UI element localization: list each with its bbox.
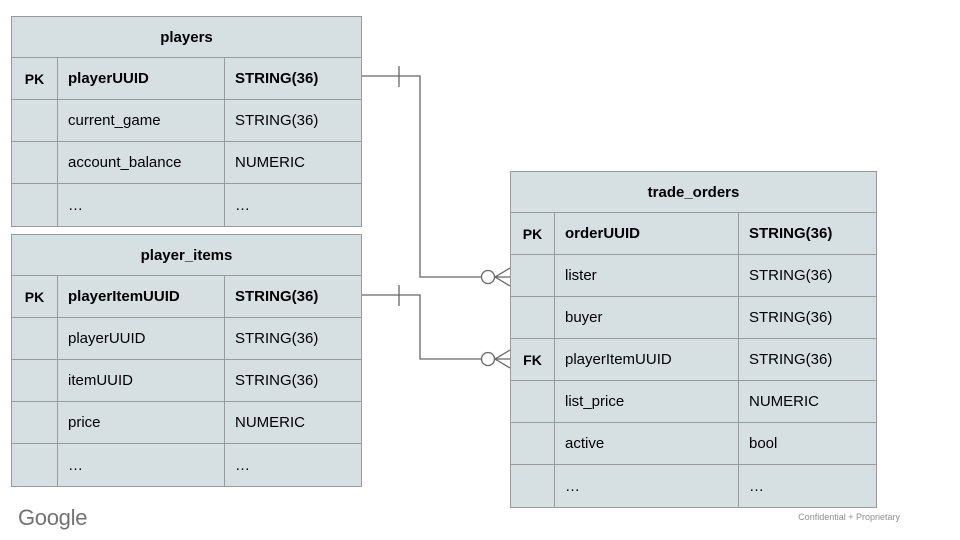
cardinality-many-crowfoot xyxy=(494,267,511,287)
row-key-badge: PK xyxy=(12,276,58,317)
row-key-badge xyxy=(511,297,555,338)
entity-row[interactable]: … … xyxy=(12,444,361,486)
google-logo: Google xyxy=(18,505,88,530)
entity-row[interactable]: PK playerItemUUID STRING(36) xyxy=(12,276,361,318)
cardinality-zero-circle xyxy=(480,351,496,367)
row-key-badge xyxy=(12,100,58,141)
entity-title-player-items: player_items xyxy=(12,235,361,276)
row-field-type: bool xyxy=(749,435,778,452)
row-field-type: STRING(36) xyxy=(749,351,833,368)
row-field-name: … xyxy=(58,444,225,486)
row-field-name: playerUUID xyxy=(58,58,225,99)
row-field-type: … xyxy=(235,196,250,214)
row-field-type: NUMERIC xyxy=(235,414,305,431)
entity-title-trade-orders: trade_orders xyxy=(511,172,876,213)
row-field-type: … xyxy=(235,456,250,474)
row-key-badge xyxy=(511,465,555,507)
row-field-name: itemUUID xyxy=(58,360,225,401)
row-key-badge xyxy=(12,184,58,226)
row-key-badge: FK xyxy=(511,339,555,380)
confidentiality-notice: Confidential + Proprietary xyxy=(798,512,900,522)
entity-row[interactable]: active bool xyxy=(511,423,876,465)
row-field-name: active xyxy=(555,423,739,464)
entity-row[interactable]: buyer STRING(36) xyxy=(511,297,876,339)
connector-path xyxy=(362,294,482,360)
row-field-name: orderUUID xyxy=(555,213,739,254)
row-field-type: STRING(36) xyxy=(749,225,833,242)
row-key-badge xyxy=(12,360,58,401)
row-field-name: current_game xyxy=(58,100,225,141)
row-field-name: lister xyxy=(555,255,739,296)
cardinality-zero-circle xyxy=(480,269,496,285)
entity-table-players[interactable]: players PK playerUUID STRING(36) current… xyxy=(11,16,362,227)
row-key-badge xyxy=(511,381,555,422)
row-key-badge xyxy=(511,255,555,296)
row-field-name: price xyxy=(58,402,225,443)
relationship-player-items-to-trade-orders xyxy=(362,285,511,369)
row-field-type: STRING(36) xyxy=(235,112,319,129)
entity-row[interactable]: PK playerUUID STRING(36) xyxy=(12,58,361,100)
entity-row[interactable]: … … xyxy=(511,465,876,507)
entity-table-trade-orders[interactable]: trade_orders PK orderUUID STRING(36) lis… xyxy=(510,171,877,508)
entity-row[interactable]: FK playerItemUUID STRING(36) xyxy=(511,339,876,381)
row-key-badge xyxy=(12,318,58,359)
cardinality-many-crowfoot xyxy=(494,349,511,369)
row-field-name: … xyxy=(555,465,739,507)
row-field-name: … xyxy=(58,184,225,226)
row-key-badge xyxy=(12,444,58,486)
entity-row[interactable]: PK orderUUID STRING(36) xyxy=(511,213,876,255)
row-field-name: playerUUID xyxy=(58,318,225,359)
entity-row[interactable]: price NUMERIC xyxy=(12,402,361,444)
row-field-type: NUMERIC xyxy=(749,393,819,410)
row-key-badge: PK xyxy=(12,58,58,99)
row-field-type: STRING(36) xyxy=(235,330,319,347)
connector-path xyxy=(362,75,482,278)
row-field-name: list_price xyxy=(555,381,739,422)
relationship-players-to-trade-orders xyxy=(362,66,511,287)
row-field-type: NUMERIC xyxy=(235,154,305,171)
entity-title-players: players xyxy=(12,17,361,58)
entity-row[interactable]: current_game STRING(36) xyxy=(12,100,361,142)
row-field-type: STRING(36) xyxy=(235,70,319,87)
row-field-type: STRING(36) xyxy=(749,309,833,326)
row-field-type: STRING(36) xyxy=(235,372,319,389)
row-key-badge xyxy=(12,402,58,443)
row-field-name: account_balance xyxy=(58,142,225,183)
entity-row[interactable]: itemUUID STRING(36) xyxy=(12,360,361,402)
row-key-badge xyxy=(511,423,555,464)
row-key-badge xyxy=(12,142,58,183)
row-field-name: playerItemUUID xyxy=(58,276,225,317)
entity-table-player-items[interactable]: player_items PK playerItemUUID STRING(36… xyxy=(11,234,362,487)
row-field-type: STRING(36) xyxy=(235,288,319,305)
row-field-type: STRING(36) xyxy=(749,267,833,284)
entity-row[interactable]: … … xyxy=(12,184,361,226)
row-field-name: buyer xyxy=(555,297,739,338)
entity-row[interactable]: list_price NUMERIC xyxy=(511,381,876,423)
row-field-type: … xyxy=(749,477,764,495)
entity-row[interactable]: playerUUID STRING(36) xyxy=(12,318,361,360)
entity-row[interactable]: account_balance NUMERIC xyxy=(12,142,361,184)
row-key-badge: PK xyxy=(511,213,555,254)
row-field-name: playerItemUUID xyxy=(555,339,739,380)
entity-row[interactable]: lister STRING(36) xyxy=(511,255,876,297)
